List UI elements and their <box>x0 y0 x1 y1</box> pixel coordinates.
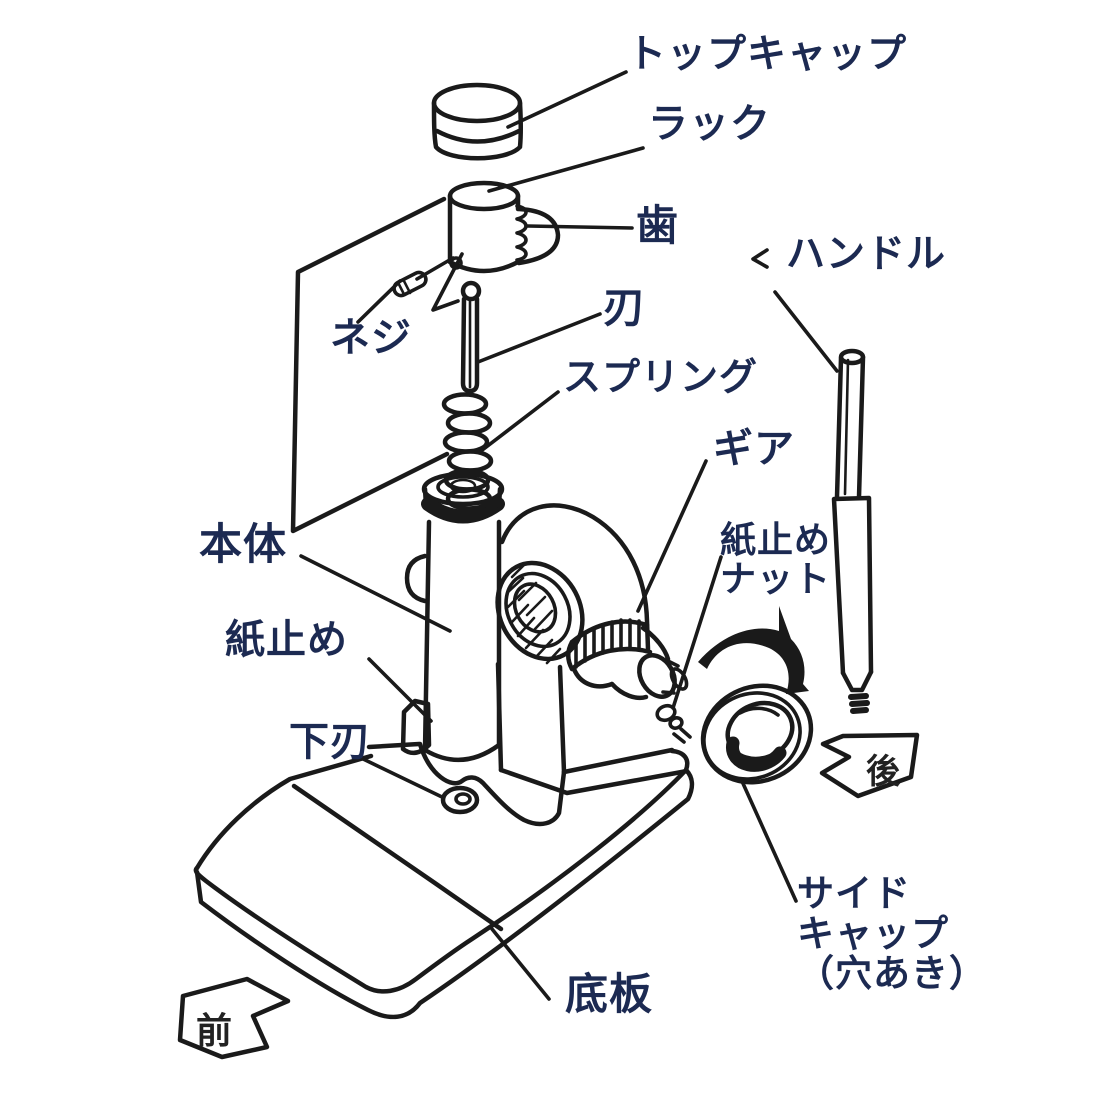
label-body: 本体 <box>199 520 287 570</box>
front-arrow-shape <box>177 976 291 1060</box>
label-paper-stop: 紙止め <box>225 617 348 663</box>
label-gear: ギア <box>713 426 795 472</box>
leader-gear <box>636 459 708 613</box>
label-paper-stop-nut: 紙止め ナット <box>720 520 832 600</box>
ring-hatching <box>506 563 562 665</box>
leader-rack <box>487 146 645 193</box>
leader-side-cap <box>739 777 798 903</box>
leader-base-plate <box>490 927 551 1001</box>
rack-part-drawing <box>431 180 561 312</box>
rear-arrow-label: 後 <box>866 752 900 792</box>
leader-handle <box>773 290 839 373</box>
paper-stop-nut-part-drawing <box>655 703 692 744</box>
side-cap-part-drawing <box>700 683 814 785</box>
leader-screw <box>356 279 402 324</box>
label-side-cap-line3: （穴あき） <box>797 951 987 995</box>
cover-panel-drawing <box>290 196 450 534</box>
label-paper-stop-nut-line1: 紙止め <box>720 520 832 561</box>
label-lower-blade: 下刃 <box>289 719 371 765</box>
leader-top-cap <box>506 70 628 129</box>
leader-body <box>299 554 452 633</box>
front-arrow-label: 前 <box>196 1011 233 1052</box>
leader-tooth <box>526 224 634 230</box>
label-screw: ネジ <box>330 315 412 361</box>
rotation-arrow-icon <box>698 606 809 694</box>
handle-part-drawing <box>831 348 874 714</box>
blade-part-drawing <box>460 280 482 394</box>
label-side-cap-line1: サイド <box>797 872 911 915</box>
label-top-cap: トップキャップ <box>627 32 908 77</box>
leader-handle-tick <box>751 248 769 269</box>
main-body-part-drawing <box>404 471 505 763</box>
label-rack: ラック <box>648 101 771 147</box>
label-side-cap-line2: キャップ <box>797 911 949 955</box>
label-spring: スプリング <box>563 355 759 399</box>
base-plate-drawing <box>193 748 695 1020</box>
leader-blade <box>476 312 602 364</box>
rear-arrow-shape <box>819 732 920 799</box>
label-blade: 刃 <box>603 283 647 332</box>
lower-blade-part-drawing <box>440 785 480 815</box>
screw-insert-line <box>415 256 455 281</box>
body-housing-drawing <box>495 503 651 665</box>
leader-lower-blade <box>357 755 444 799</box>
label-base-plate: 底板 <box>565 970 653 1020</box>
label-paper-stop-nut-line2: ナット <box>720 558 832 600</box>
leader-spring <box>479 390 560 453</box>
label-handle: ハンドル <box>786 232 947 277</box>
leader-paper-stop <box>367 657 433 723</box>
gear-part-drawing <box>566 618 689 701</box>
leader-lines <box>299 70 839 1001</box>
leader-paper-stop-nut <box>671 555 723 710</box>
label-side-cap: サイド キャップ （穴あき） <box>797 874 987 994</box>
spring-part-drawing <box>441 392 494 511</box>
top-cap-part-drawing <box>431 82 523 161</box>
pedestal-drawing <box>366 661 690 827</box>
label-tooth: 歯 <box>636 201 680 250</box>
